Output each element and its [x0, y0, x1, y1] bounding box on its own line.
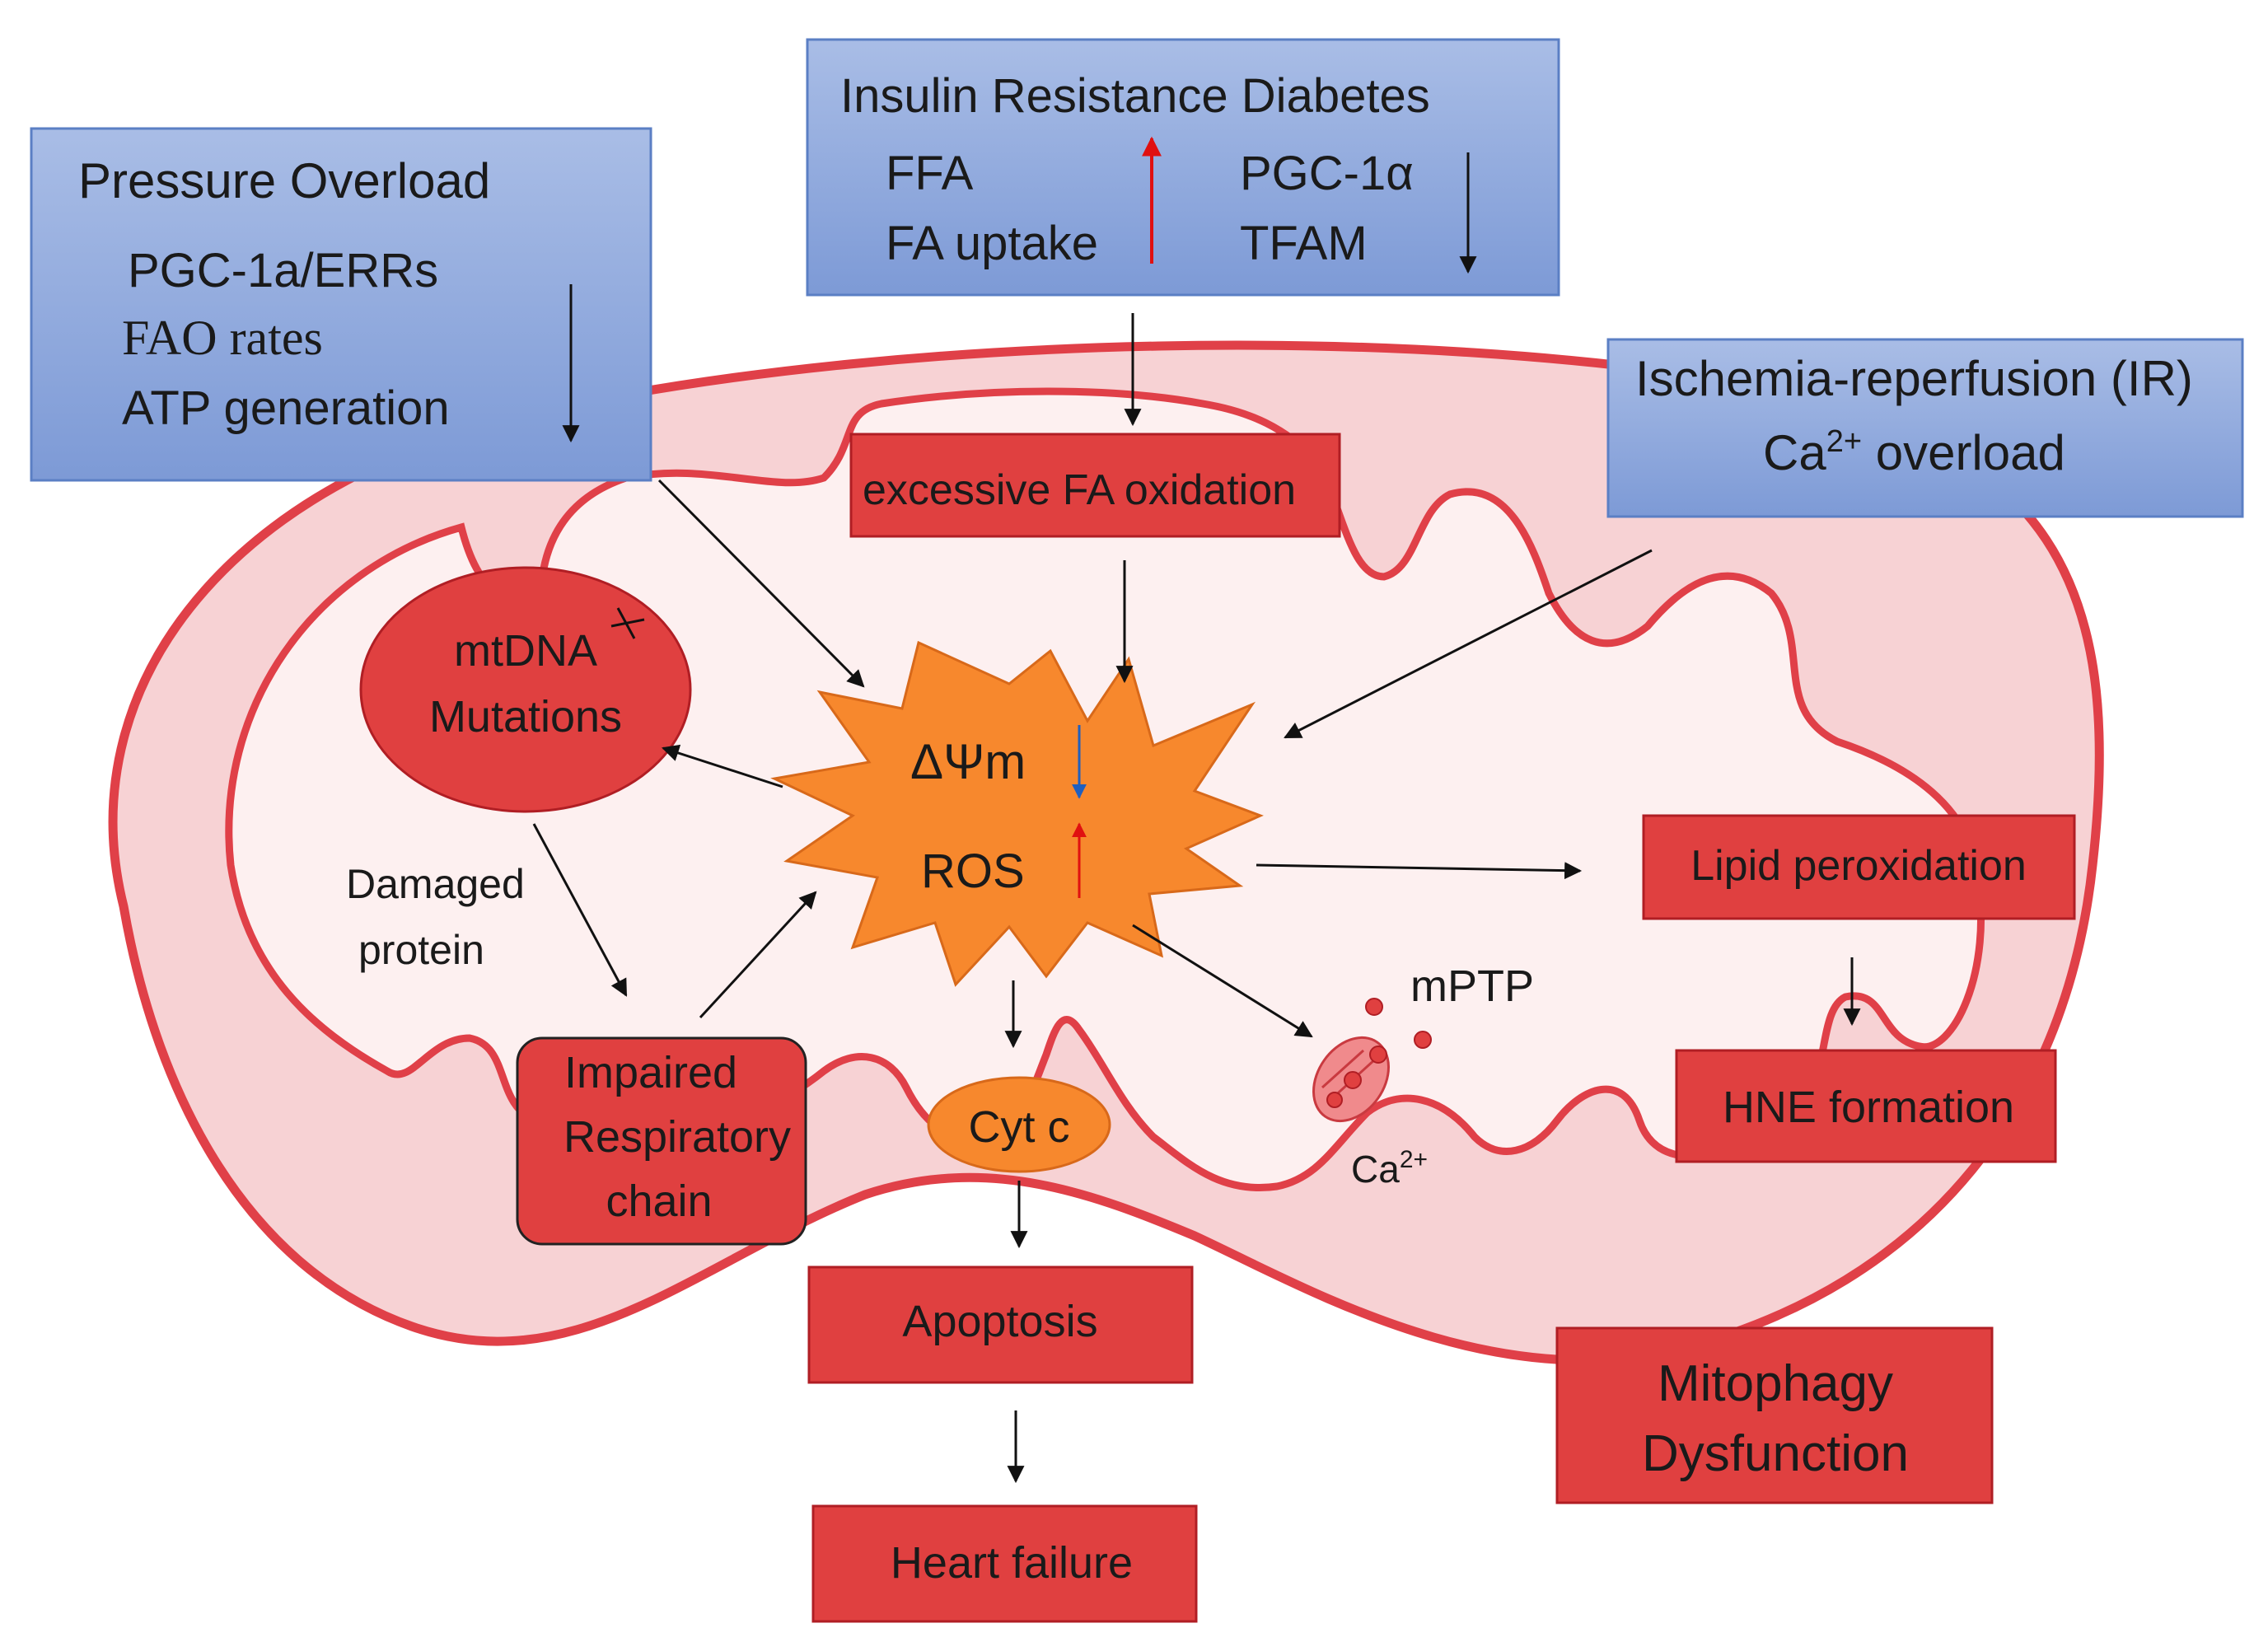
- tfam-label: TFAM: [1240, 217, 1368, 270]
- protein-label: protein: [358, 927, 484, 973]
- hne-formation-label: HNE formation: [1723, 1083, 2014, 1132]
- mitophagy-label: Mitophagy: [1658, 1355, 1893, 1412]
- mptp-channel-icon: [1312, 998, 1432, 1123]
- arrow-star-to-mtdna: [662, 744, 783, 788]
- arrow-pressure-to-star: [657, 479, 865, 688]
- heart-failure-box: Heart failure: [811, 1504, 1198, 1623]
- mutations-label: Mutations: [429, 692, 622, 741]
- respiratory-label: Respiratory: [563, 1112, 791, 1162]
- arrow-mtdna-to-chain: [532, 823, 628, 997]
- delta-psi-label: ΔΨm: [910, 734, 1026, 789]
- cyt-c-label: Cyt c: [968, 1102, 1069, 1152]
- atp-generation-label: ATP generation: [122, 381, 450, 435]
- respiratory-chain-node: Impaired Respiratory chain: [516, 1036, 807, 1246]
- impaired-label: Impaired: [564, 1048, 737, 1097]
- fa-oxidation-label: excessive FA oxidation: [863, 466, 1296, 514]
- chain-label: chain: [606, 1177, 712, 1226]
- heart-failure-label: Heart failure: [891, 1538, 1133, 1588]
- lipid-peroxidation-label: Lipid peroxidation: [1690, 842, 2027, 890]
- pgc1a-label: PGC-1α: [1240, 147, 1414, 200]
- pressure-overload-box: Pressure Overload PGC-1a/ERRs FAO rates …: [30, 127, 652, 482]
- ca-overload-label: Ca2+ overload: [1763, 424, 2065, 480]
- fa-oxidation-box: excessive FA oxidation: [849, 433, 1341, 538]
- arrow-star-to-lipid: [1256, 862, 1583, 880]
- connector-arrows: [532, 313, 1861, 1484]
- pgc1a-errs-label: PGC-1a/ERRs: [128, 244, 438, 297]
- cyt-c-node: Cyt c: [927, 1076, 1111, 1173]
- arrow-star-to-mptp: [1132, 924, 1313, 1038]
- mtdna-label: mtDNA: [454, 626, 597, 676]
- ca-label: Ca2+: [1351, 1146, 1428, 1191]
- ischemia-reperfusion-box: Ischemia-reperfusion (IR) Ca2+ overload: [1606, 338, 2244, 518]
- pressure-overload-title: Pressure Overload: [78, 153, 490, 208]
- cross-mark-icon: [610, 607, 645, 639]
- hne-formation-box: HNE formation: [1675, 1049, 2057, 1163]
- arrow-chain-to-star: [699, 891, 817, 1019]
- ros-label: ROS: [921, 844, 1025, 898]
- dysfunction-label: Dysfunction: [1642, 1425, 1909, 1482]
- insulin-resistance-title: Insulin Resistance Diabetes: [840, 69, 1430, 123]
- fa-uptake-label: FA uptake: [886, 217, 1098, 270]
- ischemia-title: Ischemia-reperfusion (IR): [1635, 351, 2193, 406]
- ros-star-node: ΔΨm ROS: [770, 640, 1264, 987]
- mtdna-mutations-node: mtDNA Mutations: [359, 566, 692, 813]
- insulin-resistance-box: Insulin Resistance Diabetes FFA FA uptak…: [806, 38, 1560, 297]
- arrow-ischemia-to-star: [1284, 549, 1653, 739]
- damaged-label: Damaged: [346, 861, 525, 907]
- apoptosis-label: Apoptosis: [902, 1297, 1097, 1346]
- fao-rates-label: FAO rates: [122, 311, 323, 365]
- mptp-label: mPTP: [1410, 961, 1534, 1011]
- ffa-label: FFA: [886, 147, 974, 200]
- mitophagy-dysfunction-box: Mitophagy Dysfunction: [1555, 1326, 1994, 1504]
- lipid-peroxidation-box: Lipid peroxidation: [1642, 814, 2076, 920]
- apoptosis-box: Apoptosis: [807, 1265, 1194, 1384]
